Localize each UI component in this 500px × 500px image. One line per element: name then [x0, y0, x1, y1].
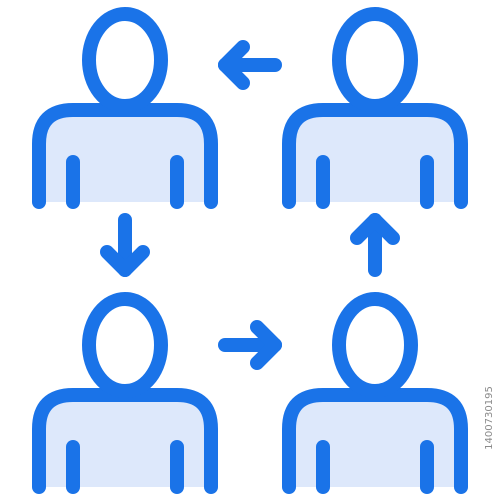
torso — [32, 103, 218, 209]
arrow-head — [100, 245, 150, 277]
head — [332, 292, 418, 398]
arrow-head — [250, 320, 282, 370]
head — [332, 7, 418, 113]
person-bottom-right-icon — [282, 292, 468, 494]
person-bottom-left-icon — [32, 292, 218, 494]
arrow-head — [218, 40, 250, 90]
arrow-left-icon — [218, 40, 282, 90]
person-top-right-icon — [282, 7, 468, 209]
head — [82, 7, 168, 113]
head — [82, 292, 168, 398]
torso — [282, 103, 468, 209]
person-top-left-icon — [32, 7, 218, 209]
torso — [282, 388, 468, 494]
arrow-down-icon — [100, 213, 150, 277]
arrow-right-icon — [218, 320, 282, 370]
torso — [32, 388, 218, 494]
stock-id-text: 1400730195 — [484, 386, 495, 450]
stock-id-watermark: 1400730195 — [483, 368, 497, 468]
arrow-up-icon — [350, 213, 400, 277]
arrow-head — [350, 213, 400, 245]
